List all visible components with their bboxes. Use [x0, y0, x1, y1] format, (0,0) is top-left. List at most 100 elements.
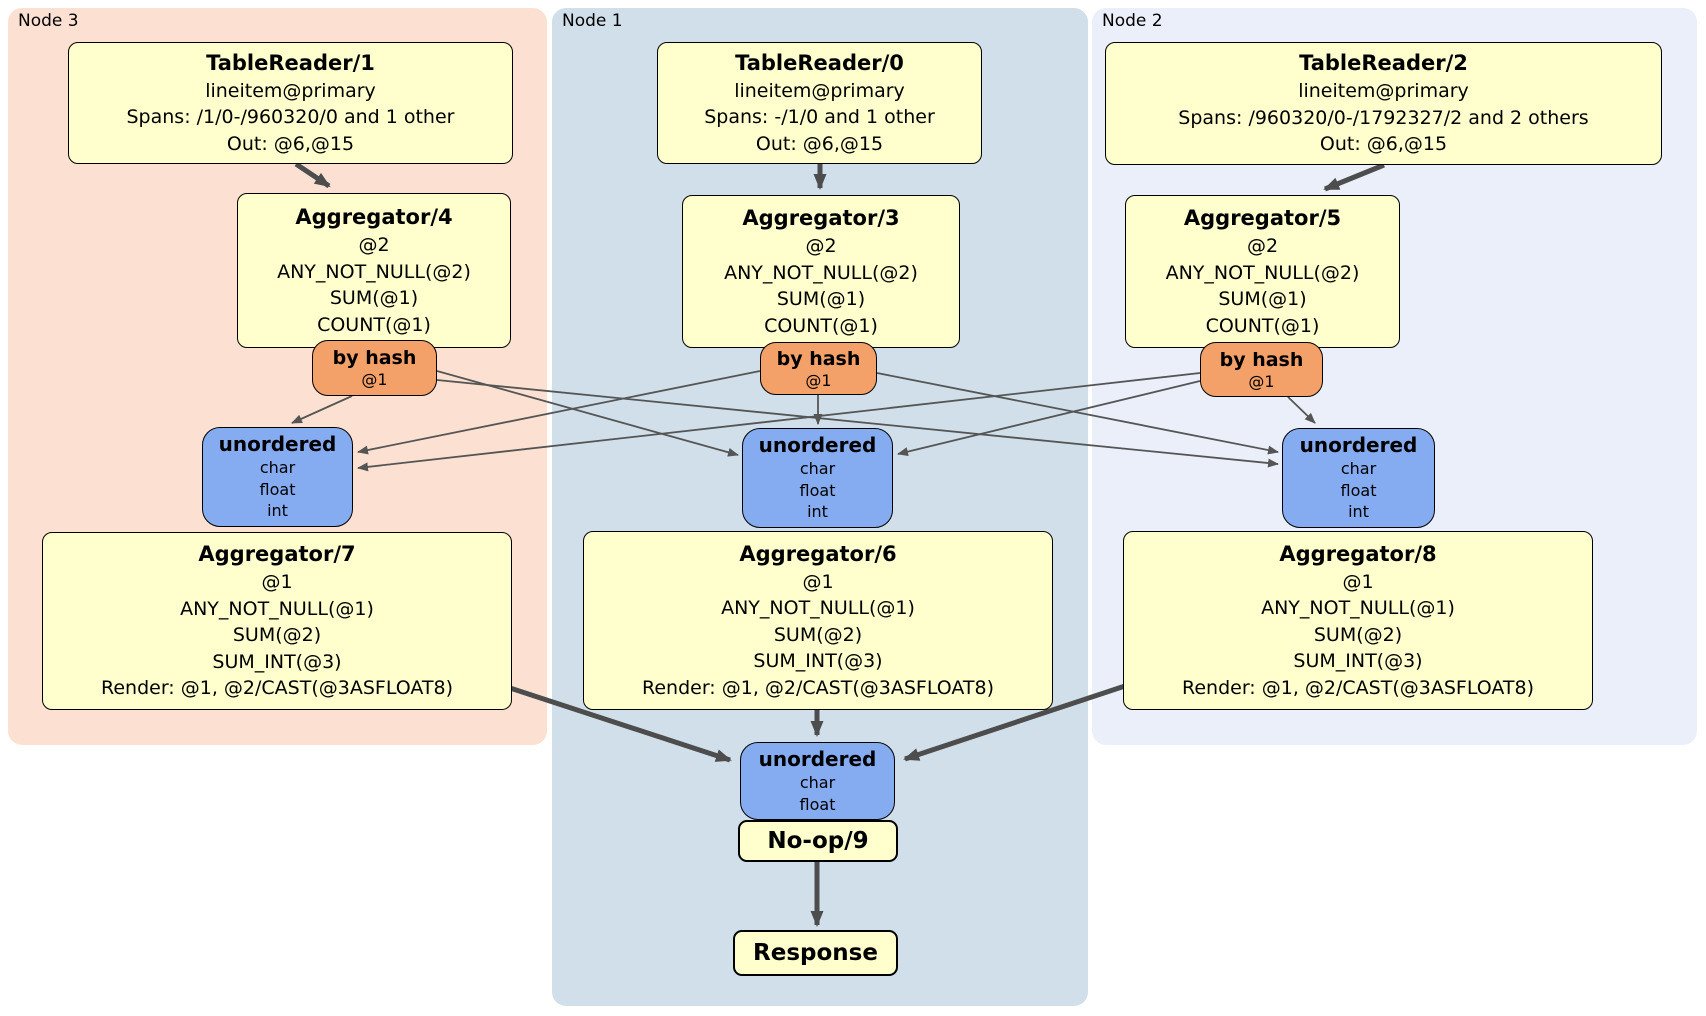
hash-router-center-key: @1	[805, 370, 832, 390]
edge-tr1-agg4	[294, 161, 331, 189]
unordered-center-title: unordered	[758, 433, 877, 458]
unordered-center-type-char: char	[799, 459, 836, 479]
unordered-final-type-char: char	[799, 773, 836, 792]
unordered-final-type-float: float	[799, 794, 836, 814]
tablereader-2-index: lineitem@primary	[1298, 80, 1469, 103]
unordered-left-title: unordered	[218, 432, 337, 457]
aggregator-3-fn3: COUNT(@1)	[764, 314, 878, 337]
node-aggregator-3: Aggregator/3 @2 ANY_NOT_NULL(@2) SUM(@1)…	[682, 195, 960, 348]
unordered-right-title: unordered	[1299, 433, 1418, 458]
unordered-center-type-int: int	[807, 502, 828, 522]
aggregator-7-fn2: SUM(@2)	[232, 624, 322, 647]
hash-router-left-key: @1	[361, 370, 388, 389]
unordered-center-type-float: float	[799, 480, 836, 500]
tablereader-0-out: Out: @6,@15	[755, 132, 884, 155]
edge-routerL-syncR	[436, 379, 1279, 468]
unordered-right-type-int: int	[1348, 502, 1369, 522]
unordered-sync-left: unordered char float int	[202, 427, 353, 527]
aggregator-3-fn2: SUM(@1)	[776, 288, 866, 310]
aggregator-6-title: Aggregator/6	[739, 541, 897, 566]
aggregator-8-group: @1	[1342, 570, 1374, 593]
tablereader-1-spans: Spans: /1/0-/960320/0 and 1 other	[126, 106, 455, 129]
hash-router-center: by hash @1	[760, 342, 877, 395]
tablereader-2-title: TableReader/2	[1299, 51, 1468, 76]
node-tablereader-2: TableReader/2 lineitem@primary Spans: /9…	[1105, 42, 1662, 165]
node-aggregator-8: Aggregator/8 @1 ANY_NOT_NULL(@1) SUM(@2)…	[1123, 531, 1593, 710]
node-aggregator-4: Aggregator/4 @2 ANY_NOT_NULL(@2) SUM(@1)…	[237, 193, 511, 348]
node-aggregator-7: Aggregator/7 @1 ANY_NOT_NULL(@1) SUM(@2)…	[42, 532, 512, 710]
tablereader-1-title: TableReader/1	[206, 50, 375, 75]
unordered-final-title: unordered	[758, 747, 877, 771]
aggregator-8-title: Aggregator/8	[1279, 541, 1437, 566]
hash-router-right-title: by hash	[1219, 348, 1304, 371]
edge-agg7-final	[509, 685, 732, 763]
edge-routerR-syncL	[357, 372, 1201, 472]
tablereader-2-out: Out: @6,@15	[1319, 133, 1448, 156]
aggregator-6-fn1: ANY_NOT_NULL(@1)	[721, 597, 915, 620]
node-aggregator-6: Aggregator/6 @1 ANY_NOT_NULL(@1) SUM(@2)…	[583, 531, 1053, 710]
aggregator-4-fn1: ANY_NOT_NULL(@2)	[277, 260, 471, 283]
unordered-sync-right: unordered char float int	[1282, 428, 1435, 528]
aggregator-8-fn3: SUM_INT(@3)	[1293, 650, 1423, 673]
node-response: Response	[733, 930, 898, 976]
node-aggregator-5: Aggregator/5 @2 ANY_NOT_NULL(@2) SUM(@1)…	[1125, 195, 1400, 348]
unordered-left-type-char: char	[259, 458, 296, 478]
node-noop: No-op/9	[738, 820, 898, 862]
edge-routerR-syncC	[897, 380, 1201, 457]
aggregator-6-fn3: SUM_INT(@3)	[753, 650, 883, 673]
hash-router-center-title: by hash	[776, 347, 861, 370]
aggregator-4-fn3: COUNT(@1)	[317, 313, 431, 336]
aggregator-7-group: @1	[261, 571, 293, 594]
hash-router-right-key: @1	[1248, 371, 1275, 391]
node2-label: Node 2	[1102, 11, 1163, 31]
aggregator-4-fn2: SUM(@1)	[329, 287, 419, 309]
aggregator-3-fn1: ANY_NOT_NULL(@2)	[724, 261, 918, 284]
aggregator-8-fn2: SUM(@2)	[1313, 623, 1403, 646]
aggregator-5-fn2: SUM(@1)	[1218, 288, 1307, 310]
aggregator-5-fn1: ANY_NOT_NULL(@2)	[1165, 261, 1360, 284]
tablereader-1-index: lineitem@primary	[205, 79, 376, 102]
tablereader-0-title: TableReader/0	[735, 50, 904, 75]
unordered-sync-center: unordered char float int	[742, 428, 893, 528]
hash-router-left: by hash @1	[312, 340, 437, 396]
aggregator-8-fn1: ANY_NOT_NULL(@1)	[1261, 597, 1455, 620]
tablereader-1-out: Out: @6,@15	[226, 132, 355, 155]
tablereader-0-spans: Spans: -/1/0 and 1 other	[704, 106, 935, 129]
aggregator-6-group: @1	[802, 570, 834, 593]
unordered-right-type-char: char	[1340, 459, 1377, 479]
aggregator-5-fn3: COUNT(@1)	[1205, 314, 1320, 337]
tablereader-0-index: lineitem@primary	[734, 79, 905, 102]
node1-label: Node 1	[562, 11, 623, 31]
edge-tr2-agg5	[1323, 162, 1385, 192]
response-title: Response	[753, 940, 878, 966]
aggregator-6-render: Render: @1, @2/CAST(@3ASFLOAT8)	[642, 676, 994, 699]
aggregator-4-title: Aggregator/4	[295, 205, 453, 229]
aggregator-3-group: @2	[805, 235, 837, 257]
unordered-sync-final: unordered char float	[740, 742, 895, 820]
aggregator-5-group: @2	[1246, 235, 1279, 257]
aggregator-6-fn2: SUM(@2)	[773, 623, 863, 646]
edge-routerC-syncR	[876, 372, 1279, 455]
aggregator-3-title: Aggregator/3	[742, 206, 900, 230]
hash-router-right: by hash @1	[1200, 342, 1323, 397]
aggregator-7-render: Render: @1, @2/CAST(@3ASFLOAT8)	[101, 677, 453, 700]
noop-title: No-op/9	[767, 828, 869, 854]
aggregator-7-fn1: ANY_NOT_NULL(@1)	[180, 597, 374, 620]
aggregator-5-title: Aggregator/5	[1183, 206, 1342, 230]
edge-routerC-syncL	[357, 370, 761, 455]
edge-agg8-final	[903, 683, 1126, 762]
aggregator-7-title: Aggregator/7	[198, 542, 356, 567]
aggregator-8-render: Render: @1, @2/CAST(@3ASFLOAT8)	[1182, 676, 1534, 699]
node-tablereader-0: TableReader/0 lineitem@primary Spans: -/…	[657, 42, 982, 164]
edge-routerR-syncR	[1287, 396, 1316, 424]
node-tablereader-1: TableReader/1 lineitem@primary Spans: /1…	[68, 42, 513, 164]
tablereader-2-spans: Spans: /960320/0-/1792327/2 and 2 others	[1178, 106, 1589, 129]
aggregator-4-group: @2	[358, 234, 390, 256]
unordered-right-type-float: float	[1340, 480, 1377, 500]
unordered-left-type-float: float	[259, 479, 296, 499]
unordered-left-type-int: int	[267, 501, 288, 521]
edge-routerL-syncL	[291, 395, 353, 424]
node3-label: Node 3	[18, 11, 79, 31]
hash-router-left-title: by hash	[332, 347, 417, 369]
